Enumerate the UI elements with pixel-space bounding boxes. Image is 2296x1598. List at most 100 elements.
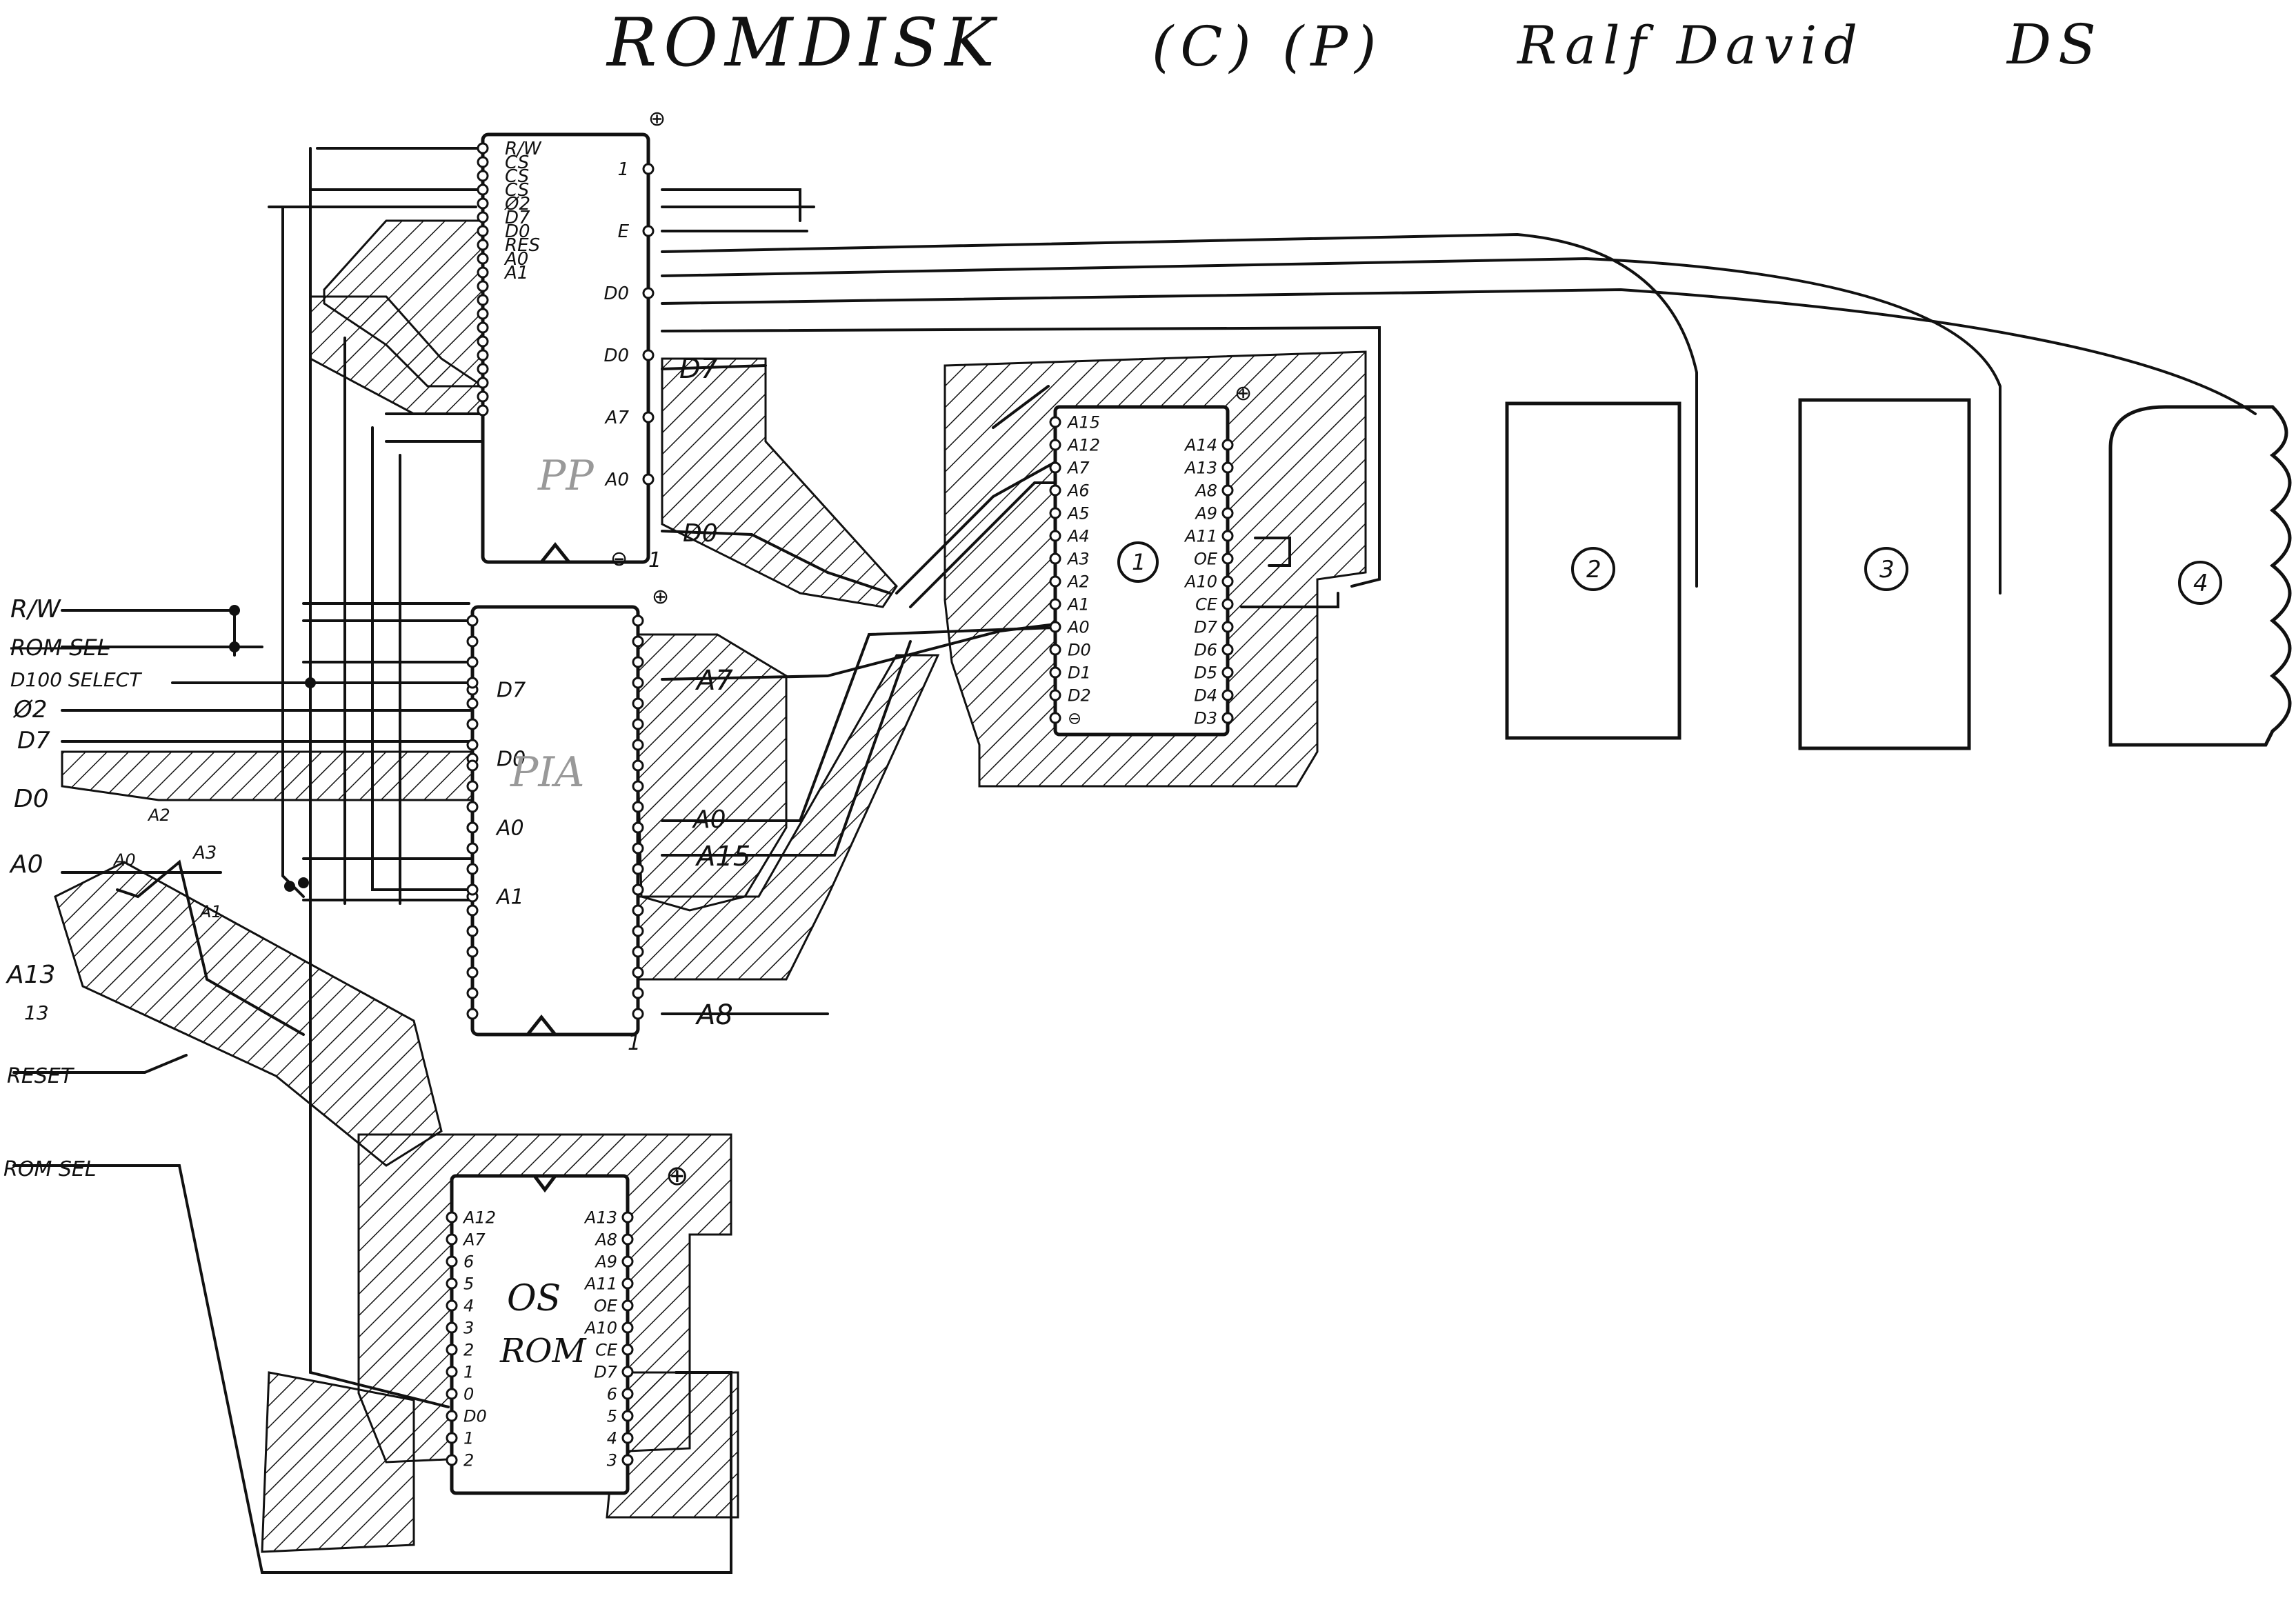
pin-pad xyxy=(1221,643,1234,656)
pin-pad xyxy=(446,1366,458,1378)
pin-pad xyxy=(466,904,479,917)
pin-pad xyxy=(1221,507,1234,519)
pin-pad xyxy=(466,801,479,813)
eprom-1-number: 1 xyxy=(1132,549,1146,575)
pin-pad xyxy=(477,225,489,237)
pin-pad xyxy=(632,842,644,855)
pin-pad xyxy=(1221,712,1234,724)
pin-pad xyxy=(1221,530,1234,542)
pin-pad xyxy=(446,1211,458,1224)
pin-label: A13 xyxy=(1184,458,1217,477)
pin-pad xyxy=(1221,575,1234,588)
trace-a0-bus xyxy=(661,626,1057,822)
pin-label: A1 xyxy=(1066,595,1090,614)
pin-pad xyxy=(621,1344,634,1356)
title-name: ROMDISK xyxy=(606,4,1001,81)
pin-label: A1 xyxy=(503,263,528,283)
pin-pad xyxy=(466,718,479,730)
branch-label-a1: A1 xyxy=(199,902,222,921)
slot-number-circle xyxy=(2178,561,2222,605)
pin-pad xyxy=(466,739,479,751)
pin-label: RES xyxy=(505,235,540,256)
pin-label: D1 xyxy=(1068,663,1091,682)
pin-label: ⊖ xyxy=(1068,708,1081,728)
pin-label: D0 xyxy=(497,748,526,772)
ground-plane-upper-right xyxy=(661,357,898,608)
pin-label: 0 xyxy=(463,1384,474,1404)
pin-pad xyxy=(466,1008,479,1020)
pin-label: CS xyxy=(505,152,529,173)
trace-d0-bus xyxy=(661,530,891,595)
pin-pad xyxy=(632,987,644,999)
pin-pad xyxy=(477,183,489,196)
slot-number-circle xyxy=(1864,547,1908,591)
pin-pad xyxy=(1221,552,1234,565)
pin-label: A14 xyxy=(1184,435,1217,455)
pin-pad xyxy=(621,1233,634,1246)
pia-lower-pin-one: 1 xyxy=(628,1031,641,1055)
pin-label: CS xyxy=(505,166,529,187)
pin-pad xyxy=(632,759,644,772)
slot-number: 2 xyxy=(1586,556,1601,583)
slot-number-circle xyxy=(1571,547,1615,591)
pin-pad xyxy=(466,821,479,834)
traces xyxy=(12,147,2257,1574)
pin-pad xyxy=(632,697,644,710)
pin-pad xyxy=(1049,484,1061,497)
trace-bus-2 xyxy=(281,206,305,898)
bus-label-a15: A15 xyxy=(695,841,750,872)
pin-pad xyxy=(446,1388,458,1400)
pin-pad xyxy=(1221,439,1234,451)
branch-label-a3: A3 xyxy=(192,843,217,863)
slot-outline xyxy=(1798,398,1971,750)
pin-pad xyxy=(621,1277,634,1290)
pin-pad xyxy=(466,883,479,896)
junction-dot xyxy=(305,677,316,688)
pin-pad xyxy=(632,656,644,668)
trace-slot-7 xyxy=(661,326,1381,588)
pin-label: D7 xyxy=(594,1362,617,1381)
pin-label: 4 xyxy=(607,1428,617,1448)
pin-pad xyxy=(632,718,644,730)
pin-label: A12 xyxy=(462,1208,496,1227)
pin-pad xyxy=(1049,621,1061,633)
pin-pad xyxy=(477,404,489,417)
pin-pad xyxy=(477,349,489,361)
pin-pad xyxy=(477,335,489,348)
pia-upper-pin-one: 1 xyxy=(648,548,661,572)
pin-pad xyxy=(466,946,479,958)
slot-number: 4 xyxy=(2193,570,2208,597)
edge-label-a13: A13 xyxy=(6,961,55,989)
pin-label: 3 xyxy=(607,1450,617,1470)
pin-pad xyxy=(466,987,479,999)
trace-romsel xyxy=(12,1164,732,1574)
pin-label: A8 xyxy=(1194,481,1217,500)
pin-pad xyxy=(632,1008,644,1020)
pin-label: 6 xyxy=(463,1252,474,1271)
pin-pad xyxy=(477,363,489,375)
pin-label: A0 xyxy=(503,249,528,270)
pin-pad xyxy=(446,1255,458,1268)
pin-label: A3 xyxy=(1066,549,1090,568)
pia-lower-pins-right xyxy=(466,615,644,1020)
title-initials: DS xyxy=(2006,12,2103,77)
pin-pad xyxy=(477,239,489,251)
pin-pad xyxy=(621,1321,634,1334)
slot-number: 3 xyxy=(1879,556,1895,583)
pin-label: 3 xyxy=(463,1318,474,1337)
slot-outline xyxy=(1505,401,1681,740)
pin-label: A11 xyxy=(1184,526,1217,546)
pin-pad xyxy=(642,163,655,175)
pin-pad xyxy=(1049,552,1061,565)
pin-pad xyxy=(446,1454,458,1466)
pin-pad xyxy=(477,308,489,320)
pin-pad xyxy=(621,1211,634,1224)
pin-pad xyxy=(477,142,489,154)
pin-label: A10 xyxy=(1184,572,1217,591)
junction-dot xyxy=(229,605,240,616)
